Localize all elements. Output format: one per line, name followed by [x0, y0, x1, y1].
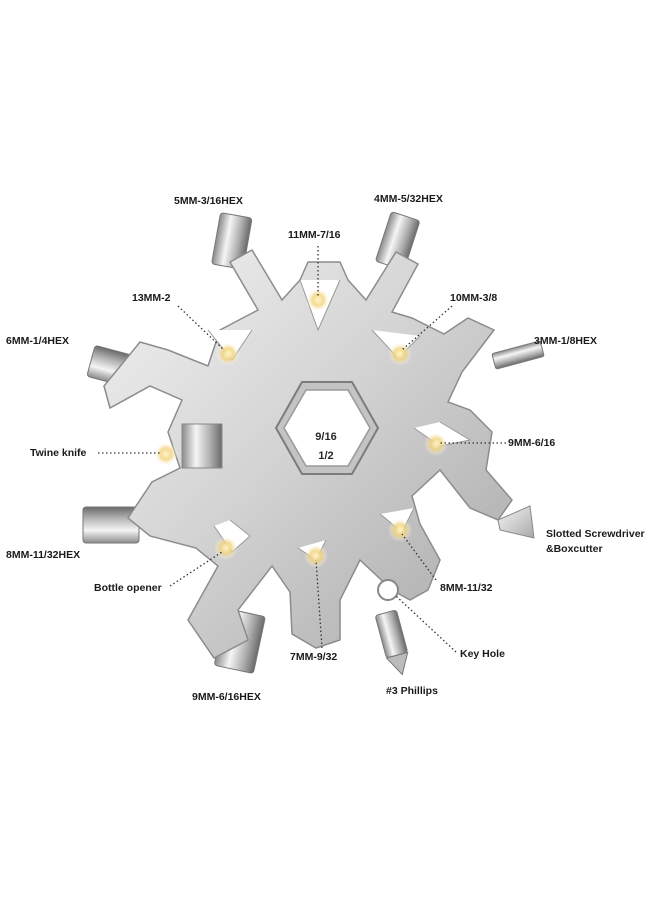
label-6mm-hex: 6MM-1/4HEX — [6, 335, 70, 347]
label-8mm: 8MM-11/32 — [440, 582, 493, 594]
label-3mm-hex: 3MM-1/8HEX — [534, 335, 598, 347]
label-11mm: 11MM-7/16 — [288, 229, 341, 241]
label-13mm: 13MM-2 — [132, 292, 171, 304]
label-5mm-hex: 5MM-3/16HEX — [174, 195, 243, 207]
twine-knife-slot — [181, 423, 223, 469]
label-7mm: 7MM-9/32 — [290, 651, 338, 663]
label-9mm-hex: 9MM-6/16HEX — [192, 691, 261, 703]
label-8mm-hex: 8MM-11/32HEX — [6, 549, 81, 561]
label-phillips: #3 Phillips — [386, 685, 438, 697]
label-9mm: 9MM-6/16 — [508, 437, 556, 449]
label-4mm-hex: 4MM-5/32HEX — [374, 193, 443, 205]
label-boxcutter: &Boxcutter — [546, 543, 603, 555]
slotted-screwdriver-blade — [497, 505, 535, 539]
hex-bit-8mm — [82, 506, 140, 544]
label-twine-knife: Twine knife — [30, 447, 87, 459]
glow-markers — [154, 288, 448, 568]
phillips-bit — [375, 610, 409, 676]
label-slotted-screwdriver: Slotted Screwdriver — [546, 528, 645, 540]
label-key-hole: Key Hole — [460, 648, 505, 660]
label-10mm: 10MM-3/8 — [450, 292, 498, 304]
center-size-2: 1/2 — [318, 450, 334, 462]
center-size-1: 9/16 — [315, 431, 337, 443]
key-hole — [377, 579, 399, 601]
leader-lines — [98, 246, 506, 653]
center-hex-inner — [283, 389, 371, 467]
hex-bit-3mm — [491, 340, 545, 370]
label-bottle-opener: Bottle opener — [94, 582, 162, 594]
